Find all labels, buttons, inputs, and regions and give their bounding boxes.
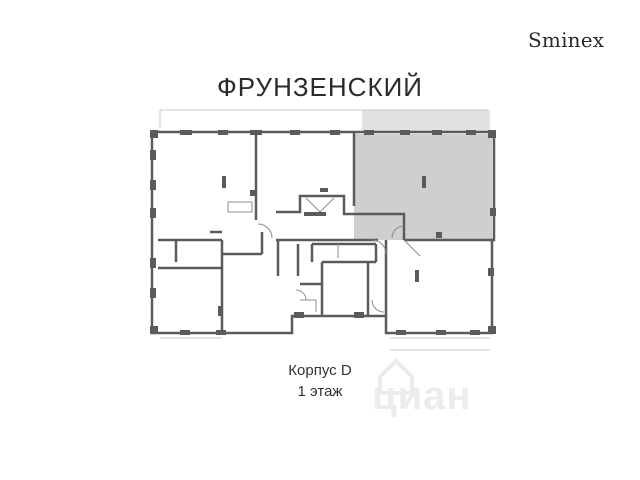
walls <box>150 130 496 335</box>
balcony-top <box>362 110 490 132</box>
cian-watermark: циан <box>372 374 472 418</box>
floor-label: 1 этаж <box>297 383 343 400</box>
columns <box>150 130 496 335</box>
cian-house-icon <box>378 358 414 395</box>
building-label: Корпус D <box>288 362 352 379</box>
project-title: ФРУНЗЕНСКИЙ <box>217 72 423 102</box>
sminex-logo: Sminex <box>528 28 605 52</box>
plan-caption: Корпус D 1 этаж <box>0 360 640 402</box>
